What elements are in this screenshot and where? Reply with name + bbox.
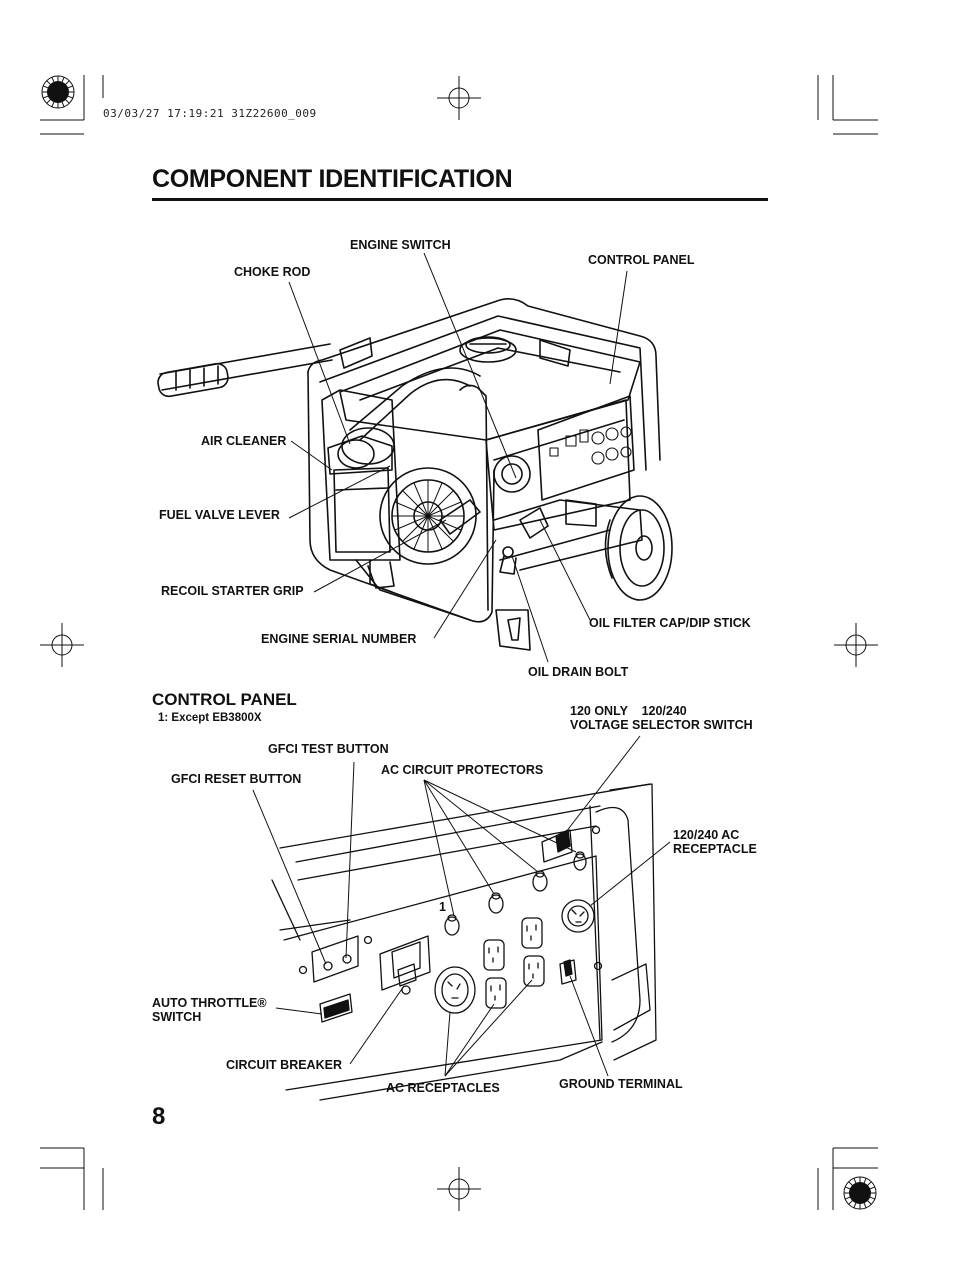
registration-sunburst-icon [843, 1176, 877, 1210]
label-ac-receptacles: AC RECEPTACLES [386, 1081, 500, 1095]
label-ac-receptacle-line1: 120/240 AC [673, 828, 740, 842]
generator-leaders [288, 252, 628, 663]
circuit-protector [444, 914, 460, 936]
circuit-protector [532, 870, 548, 892]
label-gfci-test-button: GFCI TEST BUTTON [268, 742, 389, 756]
label-control-panel: CONTROL PANEL [588, 253, 695, 267]
label-oil-drain-bolt: OIL DRAIN BOLT [528, 665, 629, 679]
label-choke-rod: CHOKE ROD [234, 265, 311, 279]
print-timestamp: 03/03/27 17:19:21 31Z22600_009 [103, 107, 317, 120]
circuit-protector [573, 851, 587, 871]
control-panel-illustration [271, 783, 657, 1101]
registration-sunburst-icon [41, 75, 75, 109]
page-title: COMPONENT IDENTIFICATION [152, 165, 513, 193]
label-auto-throttle-line2: SWITCH [152, 1010, 202, 1024]
registration-crosshair-icon [39, 622, 85, 668]
duplex-receptacle [483, 939, 507, 1009]
label-voltage-selector: VOLTAGE SELECTOR SWITCH [570, 718, 753, 732]
footnote-except: 1: Except EB3800X [158, 712, 262, 724]
label-ac-receptacle-line2: RECEPTACLE [673, 842, 757, 856]
label-engine-serial-number: ENGINE SERIAL NUMBER [261, 632, 417, 646]
crop-marks [40, 75, 878, 1210]
label-engine-switch: ENGINE SWITCH [350, 238, 451, 252]
label-recoil-starter-grip: RECOIL STARTER GRIP [161, 584, 304, 598]
label-ac-circuit-protectors: AC CIRCUIT PROTECTORS [381, 763, 544, 777]
circuit-protector [488, 892, 504, 914]
label-auto-throttle-line1: AUTO THROTTLE® [152, 996, 267, 1010]
label-circuit-breaker: CIRCUIT BREAKER [226, 1058, 342, 1072]
registration-crosshair-icon [833, 622, 879, 668]
callout-number-1: 1 [439, 900, 446, 914]
label-ground-terminal: GROUND TERMINAL [559, 1077, 683, 1091]
label-air-cleaner: AIR CLEANER [201, 434, 287, 448]
registration-crosshair-icon [436, 75, 482, 121]
page-number: 8 [152, 1103, 166, 1130]
label-voltage-options: 120 ONLY 120/240 [570, 704, 687, 718]
label-gfci-reset-button: GFCI RESET BUTTON [171, 772, 302, 786]
duplex-receptacle [521, 917, 545, 987]
label-fuel-valve-lever: FUEL VALVE LEVER [159, 508, 280, 522]
registration-crosshair-icon [436, 1166, 482, 1212]
generator-illustration [157, 298, 673, 651]
section-title-control-panel: CONTROL PANEL [152, 690, 297, 709]
control-panel-leaders [252, 735, 671, 1077]
label-oil-filter-cap: OIL FILTER CAP/DIP STICK [589, 616, 751, 630]
title-rule [152, 198, 768, 201]
